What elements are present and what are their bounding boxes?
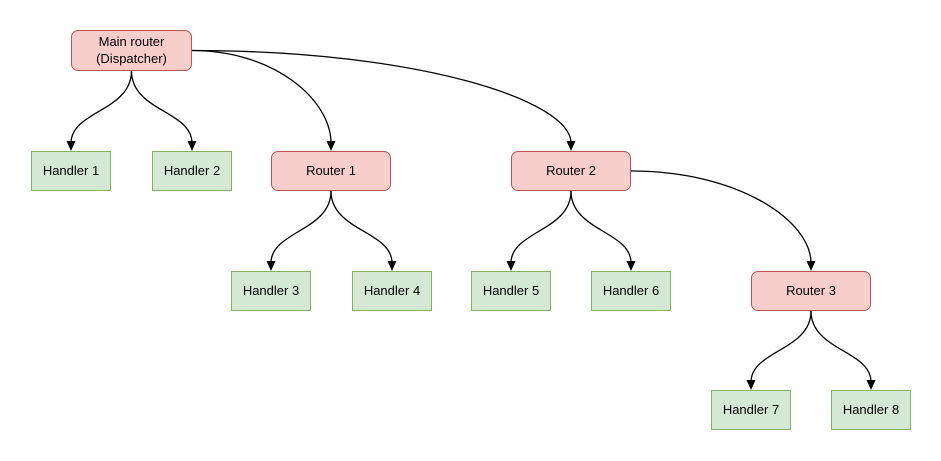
edge-router2-to-router3 (630, 170, 812, 264)
node-main-router-dispatcher: Main router (Dispatcher) (71, 30, 192, 71)
arrowhead-router3-to-handler8 (866, 380, 876, 390)
arrowhead-router2-to-router3 (806, 261, 816, 271)
edge-router3-to-handler8 (810, 310, 872, 383)
edge-main-to-handler2 (130, 70, 193, 144)
node-handler-7: Handler 7 (711, 390, 791, 430)
arrowhead-router3-to-handler7 (746, 380, 756, 390)
edge-main-to-handler1 (70, 70, 133, 144)
node-router-1: Router 1 (271, 151, 391, 191)
edge-router2-to-handler6 (570, 190, 632, 264)
arrowhead-main-to-router1 (326, 141, 336, 151)
node-handler-8: Handler 8 (831, 390, 911, 430)
edge-router1-to-handler3 (270, 190, 332, 264)
edge-router2-to-handler5 (510, 190, 572, 264)
node-handler-6: Handler 6 (591, 271, 671, 311)
arrowhead-main-to-router2 (566, 141, 576, 151)
arrowhead-router2-to-handler6 (626, 261, 636, 271)
edge-main-to-router1 (191, 49, 332, 144)
arrowhead-router1-to-handler3 (266, 261, 276, 271)
node-handler-5: Handler 5 (471, 271, 551, 311)
node-handler-2: Handler 2 (152, 151, 232, 191)
edge-router3-to-handler7 (750, 310, 812, 383)
node-handler-3: Handler 3 (231, 271, 311, 311)
node-router-3: Router 3 (751, 271, 871, 311)
node-handler-4: Handler 4 (352, 271, 432, 311)
arrowhead-main-to-handler1 (66, 141, 76, 151)
arrowhead-router2-to-handler5 (506, 261, 516, 271)
arrowhead-router1-to-handler4 (387, 261, 397, 271)
edge-main-to-router2 (191, 49, 572, 144)
node-handler-1: Handler 1 (31, 151, 111, 191)
arrowhead-main-to-handler2 (187, 141, 197, 151)
edge-router1-to-handler4 (330, 190, 393, 264)
node-router-2: Router 2 (511, 151, 631, 191)
